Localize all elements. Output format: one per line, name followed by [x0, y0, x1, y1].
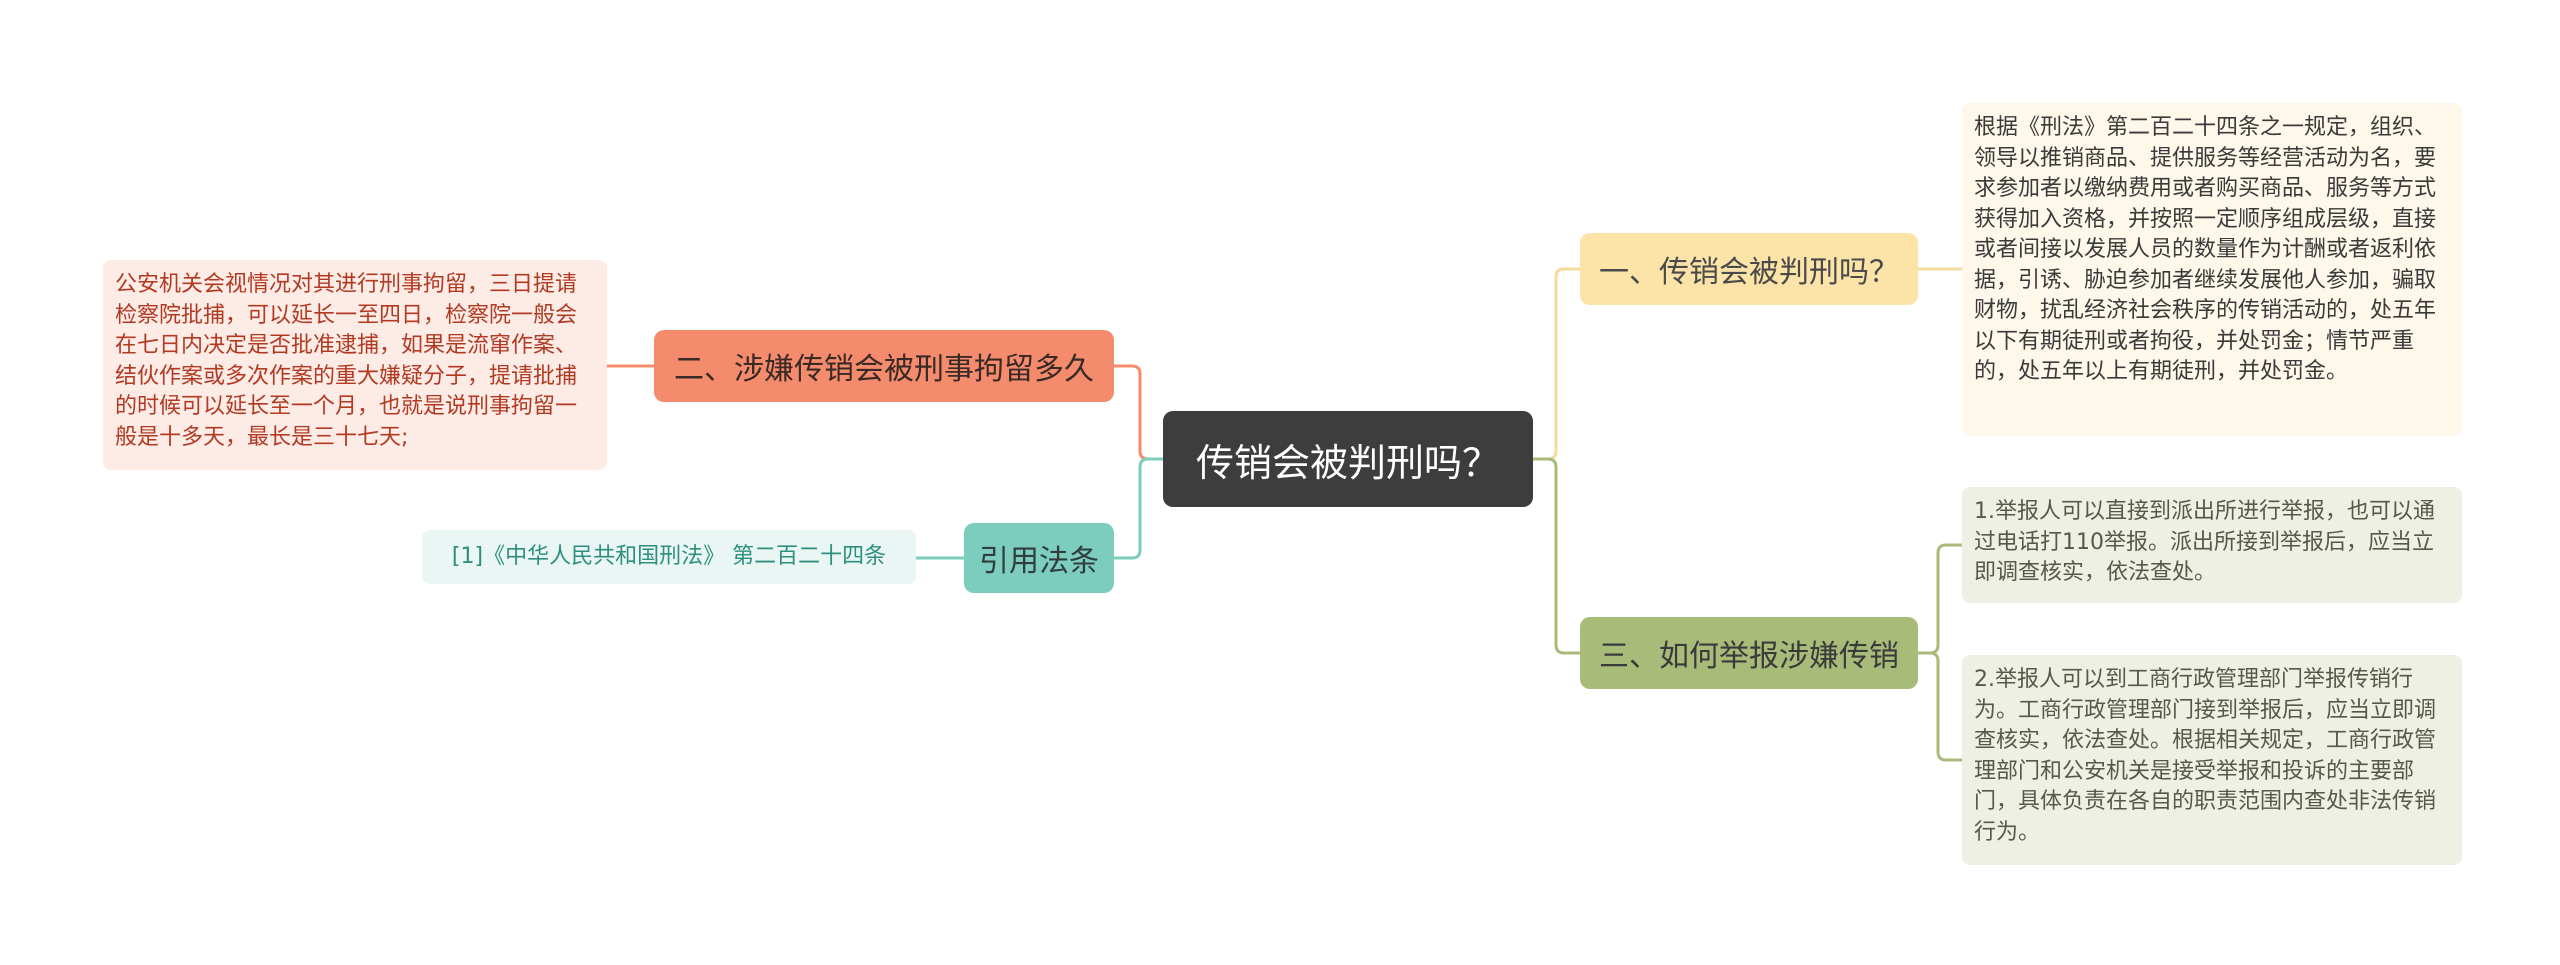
connector-central-to-detention	[1114, 364, 1163, 461]
central-topic[interactable]: 传销会被判刑吗？	[1163, 411, 1533, 507]
branch-detention[interactable]: 二、涉嫌传销会被刑事拘留多久	[654, 330, 1114, 402]
leaf-reporting-text-2: 2.举报人可以到工商行政管理部门举报传销行为。工商行政管理部门接到举报后，应当立…	[1974, 667, 2437, 845]
connector-reporting-to-detail-1	[1918, 543, 1962, 655]
branch-citation[interactable]: 引用法条	[964, 523, 1114, 593]
leaf-citation-detail[interactable]: [1]《中华人民共和国刑法》 第二百二十四条	[422, 530, 916, 584]
branch-reporting-label: 三、如何举报涉嫌传销	[1599, 639, 1899, 674]
leaf-sentencing-text: 根据《刑法》第二百二十四条之一规定，组织、领导以推销商品、提供服务等经营活动为名…	[1974, 115, 2437, 384]
branch-citation-label: 引用法条	[979, 544, 1099, 579]
connector-central-to-citation	[1114, 457, 1163, 560]
connector-central-to-sentencing	[1533, 267, 1580, 461]
leaf-reporting-detail-2[interactable]: 2.举报人可以到工商行政管理部门举报传销行为。工商行政管理部门接到举报后，应当立…	[1962, 655, 2462, 865]
leaf-detention-text: 公安机关会视情况对其进行刑事拘留，三日提请检察院批捕，可以延长一至四日，检察院一…	[115, 272, 578, 450]
connector-central-to-reporting	[1533, 457, 1580, 655]
branch-sentencing-label: 一、传销会被判刑吗？	[1599, 255, 1899, 290]
connector-reporting-to-detail-2	[1918, 651, 1962, 762]
branch-reporting[interactable]: 三、如何举报涉嫌传销	[1580, 617, 1918, 689]
leaf-detention-detail[interactable]: 公安机关会视情况对其进行刑事拘留，三日提请检察院批捕，可以延长一至四日，检察院一…	[103, 260, 607, 470]
branch-detention-label: 二、涉嫌传销会被刑事拘留多久	[674, 352, 1094, 387]
central-topic-label: 传销会被判刑吗？	[1195, 440, 1500, 485]
leaf-reporting-detail-1[interactable]: 1.举报人可以直接到派出所进行举报，也可以通过电话打110举报。派出所接到举报后…	[1962, 487, 2462, 603]
leaf-sentencing-detail[interactable]: 根据《刑法》第二百二十四条之一规定，组织、领导以推销商品、提供服务等经营活动为名…	[1962, 103, 2462, 436]
leaf-reporting-text-1: 1.举报人可以直接到派出所进行举报，也可以通过电话打110举报。派出所接到举报后…	[1974, 499, 2435, 585]
leaf-citation-text: [1]《中华人民共和国刑法》 第二百二十四条	[451, 543, 887, 569]
branch-sentencing[interactable]: 一、传销会被判刑吗？	[1580, 233, 1918, 305]
